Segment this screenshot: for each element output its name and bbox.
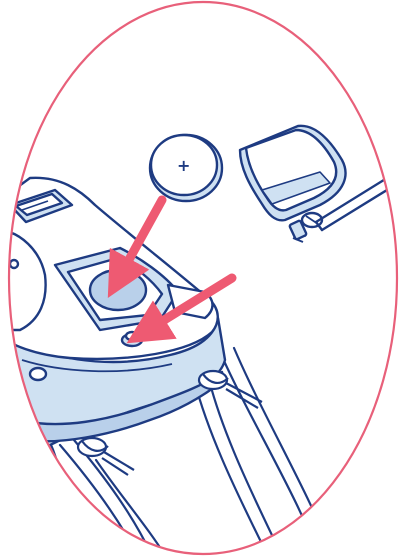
device-housing [0,178,225,450]
illustration-content: + [0,126,400,558]
coin-battery: + [150,135,222,201]
battery-polarity-label: + [177,156,190,175]
